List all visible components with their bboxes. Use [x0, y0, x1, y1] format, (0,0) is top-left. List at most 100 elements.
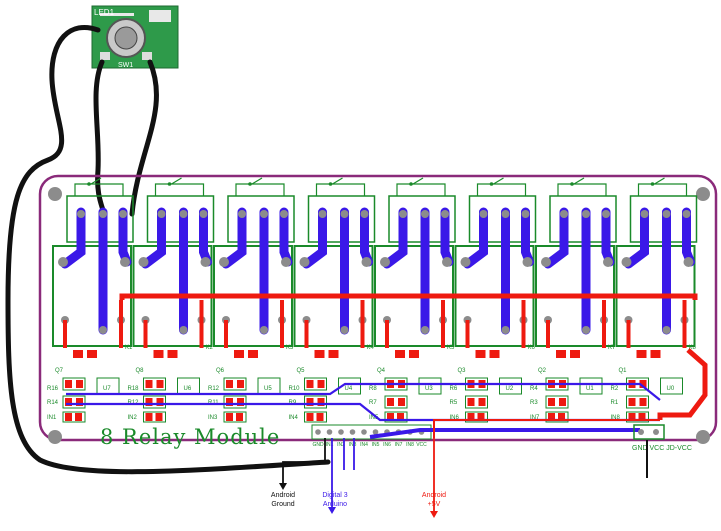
terminal-screw — [682, 210, 691, 218]
resistor-footprint — [384, 395, 408, 409]
terminal-screw — [318, 210, 327, 218]
relay-pin — [603, 257, 613, 267]
relay-pin — [138, 257, 149, 267]
smd-pad — [467, 413, 475, 421]
input-label: IN7 — [530, 415, 540, 421]
resistor-footprint — [223, 395, 247, 409]
relay-pin — [260, 326, 268, 334]
terminal-screw — [662, 210, 671, 218]
ground-annotation: Android Ground — [271, 492, 295, 508]
smd-pad — [559, 398, 566, 406]
smd-pad — [475, 350, 486, 358]
relay-pin — [58, 257, 68, 267]
relay-pin — [99, 326, 107, 334]
smd-pad — [226, 380, 233, 388]
smd-pad — [639, 398, 647, 406]
power-header-label: GND VCC JD-VCC — [632, 445, 692, 452]
smd-pad — [317, 398, 325, 406]
smd-pad — [316, 413, 324, 421]
header-pin — [315, 429, 321, 435]
smd-pad — [248, 350, 258, 358]
relay-array: K1Q7R16R14U7IN1K2Q8R18R12U6IN2K3Q6R12R11… — [47, 177, 698, 448]
smd-pad — [558, 413, 565, 421]
smd-pad — [467, 398, 475, 406]
relay-pin — [662, 326, 671, 334]
smd-pad — [638, 413, 646, 421]
smd-pad — [237, 398, 244, 406]
switch-wires — [5, 25, 331, 475]
terminal-screw — [640, 210, 649, 218]
input-pad-footprint — [62, 411, 86, 423]
smd-pad — [387, 398, 394, 406]
power-label-line2: +5V — [428, 501, 441, 508]
header-pin-label: IN1 — [326, 442, 334, 448]
terminal-screw — [441, 210, 449, 218]
terminal-screw — [119, 210, 127, 218]
relay-label: K4 — [367, 345, 375, 351]
terminal-screw — [77, 210, 85, 218]
relay-label: K8 — [689, 345, 697, 351]
header-pin — [361, 429, 367, 435]
relay-switch-symbol — [87, 182, 91, 186]
smd-pad — [226, 398, 233, 406]
resistor-footprint — [62, 377, 86, 391]
relay-switch-symbol — [315, 183, 366, 196]
relay-contact-trace — [382, 207, 408, 269]
red-input-trace — [433, 419, 660, 438]
smd-pad — [65, 380, 72, 388]
relay-pin — [442, 257, 452, 267]
transistor-label: Q1 — [619, 368, 628, 374]
driver-label: U2 — [506, 386, 514, 392]
smd-pad — [477, 413, 485, 421]
input-label: IN1 — [47, 415, 57, 421]
relay-switch-symbol — [412, 177, 424, 185]
smd-pad — [73, 350, 83, 358]
relay-switch-symbol — [637, 183, 688, 196]
smd-pad — [145, 413, 153, 421]
input-pad-footprint — [223, 411, 247, 423]
relay-contact-trace — [543, 207, 569, 269]
resistor-footprint — [223, 377, 247, 391]
relay-pin — [380, 257, 390, 267]
smd-pad — [636, 350, 647, 358]
resistor-footprint — [143, 377, 166, 391]
transistor-label: Q3 — [458, 368, 467, 374]
relay-contact-trace — [302, 207, 327, 269]
smd-pad — [226, 413, 233, 421]
smd-pad — [548, 398, 555, 406]
smd-pad — [306, 398, 314, 406]
relay-pin — [621, 257, 632, 267]
resistor-label: R10 — [289, 386, 301, 392]
smd-pad — [639, 380, 647, 388]
resistor-footprint — [304, 377, 327, 391]
smd-pad — [155, 413, 163, 421]
external-wires — [279, 438, 648, 518]
relay-contact-trace — [221, 207, 247, 269]
terminal-screw — [157, 210, 166, 218]
relay-switch-symbol — [396, 183, 446, 196]
smd-pad — [145, 380, 153, 388]
switch-board: LED1 SW1 — [91, 5, 179, 69]
transistor-label: Q6 — [216, 368, 225, 374]
header-pin — [326, 429, 333, 435]
blue-input-bus — [369, 428, 640, 439]
switch-label: SW1 — [118, 62, 133, 69]
smd-pad — [76, 398, 83, 406]
input-pad-footprint — [384, 411, 408, 423]
resistor-footprint — [626, 395, 649, 409]
terminal-screw — [602, 210, 610, 218]
input-pad-footprint — [304, 411, 327, 423]
resistor-label: R12 — [208, 386, 220, 392]
transistor-label: Q2 — [538, 368, 547, 374]
power-label-line1: Android — [422, 492, 446, 499]
relay-switch-symbol — [328, 182, 333, 186]
terminal-screw — [280, 210, 288, 218]
driver-ic-footprint — [338, 377, 361, 395]
smd-pad — [153, 350, 164, 358]
resistor-label: R18 — [128, 386, 140, 392]
terminal-screw — [421, 210, 429, 218]
smd-pad — [306, 413, 314, 421]
relay-pin — [522, 257, 533, 267]
